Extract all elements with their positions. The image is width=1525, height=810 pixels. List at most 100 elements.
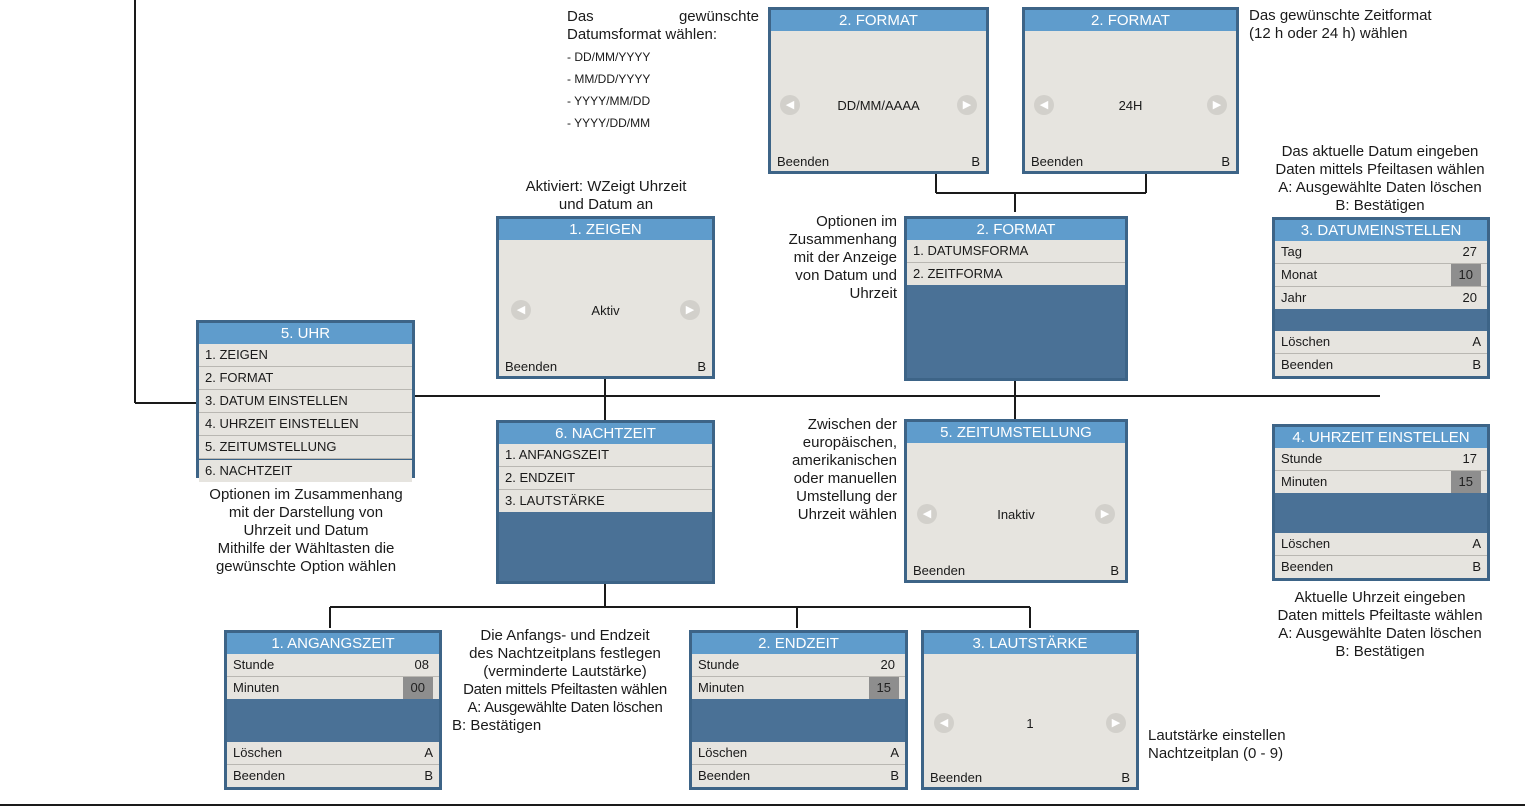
- note-line: Mithilfe der Wähltasten die: [217, 540, 395, 557]
- footer-label: Beenden: [913, 563, 966, 578]
- arrow-right-icon[interactable]: ▶: [1106, 713, 1126, 733]
- menu-item-datumsformat[interactable]: 1. DATUMSFORMA: [907, 240, 1125, 263]
- menu-list: 1. ZEIGEN 2. FORMAT 3. DATUM EINSTELLEN …: [199, 344, 412, 482]
- screen-title: 1. ANGANGSZEIT: [227, 633, 439, 654]
- field-tag[interactable]: Tag 27: [1275, 241, 1487, 264]
- format-time-screen: 2. FORMAT ◀ 24H ▶ Beenden B: [1022, 7, 1239, 174]
- action-key: B: [1472, 559, 1481, 574]
- menu-item-lautstaerke[interactable]: 3. LAUTSTÄRKE: [499, 490, 712, 512]
- uhr-menu-screen: 5. UHR 1. ZEIGEN 2. FORMAT 3. DATUM EINS…: [196, 320, 415, 482]
- note-line: mit der Darstellung von: [228, 504, 384, 521]
- note-line: und Datum an: [558, 196, 654, 213]
- note-line: B: Bestätigen: [1335, 197, 1425, 214]
- field-value: 20: [880, 657, 895, 672]
- note-line: A: Ausgewählte Daten löschen: [1278, 179, 1482, 196]
- field-monat[interactable]: Monat 10: [1275, 264, 1487, 287]
- action-key: B: [1472, 357, 1481, 372]
- menu-item-anfangszeit[interactable]: 1. ANFANGSZEIT: [499, 444, 712, 467]
- screen-title: 6. NACHTZEIT: [499, 423, 712, 444]
- menu-item-zeigen[interactable]: 1. ZEIGEN: [199, 344, 412, 367]
- menu-item-label: 4. UHRZEIT EINSTELLEN: [205, 416, 359, 431]
- note-line: Zwischen der: [807, 416, 897, 433]
- note-line: Umstellung der: [796, 488, 897, 505]
- note-line: oder manuellen: [793, 470, 897, 487]
- menu-list: 1. DATUMSFORMA 2. ZEITFORMA: [907, 240, 1125, 285]
- note-line: mit der Anzeige: [793, 249, 897, 266]
- arrow-right-icon[interactable]: ▶: [680, 300, 700, 320]
- note-line: Uhrzeit und Datum: [243, 522, 369, 539]
- selected-value: 1: [1026, 716, 1034, 731]
- selected-value: 24H: [1118, 98, 1143, 113]
- field-value-selected: 00: [402, 677, 433, 699]
- field-label: Stunde: [1281, 451, 1323, 466]
- footer-beenden[interactable]: Beenden B: [505, 359, 706, 374]
- note-option: - YYYY/DD/MM: [567, 116, 651, 130]
- note-line: Datumsformat wählen:: [567, 26, 718, 43]
- note-line: Uhrzeit wählen: [797, 506, 897, 523]
- arrow-right-icon[interactable]: ▶: [1207, 95, 1227, 115]
- field-label: Minuten: [1281, 474, 1328, 489]
- field-label: Tag: [1281, 244, 1302, 259]
- arrow-left-icon[interactable]: ◀: [1034, 95, 1054, 115]
- menu-item-label: 1. ANFANGSZEIT: [505, 447, 610, 462]
- arrow-right-icon[interactable]: ▶: [1095, 504, 1115, 524]
- arrow-left-icon[interactable]: ◀: [917, 504, 937, 524]
- footer-key: B: [1110, 563, 1119, 578]
- arrow-left-icon[interactable]: ◀: [934, 713, 954, 733]
- note-line: A: Ausgewählte Daten löschen: [467, 699, 663, 716]
- action-label: Löschen: [1281, 334, 1331, 349]
- footer-beenden[interactable]: Beenden B: [1031, 154, 1230, 169]
- menu-item-zeitformat[interactable]: 2. ZEITFORMA: [907, 263, 1125, 285]
- note-line: gewünschte Option wählen: [215, 558, 397, 575]
- note-line: Die Anfangs- und Endzeit: [480, 627, 650, 644]
- footer-beenden[interactable]: Beenden B: [777, 154, 980, 169]
- arrow-left-icon[interactable]: ◀: [780, 95, 800, 115]
- field-label: Monat: [1281, 267, 1318, 282]
- arrow-left-icon[interactable]: ◀: [511, 300, 531, 320]
- field-minuten[interactable]: Minuten 00: [227, 677, 439, 699]
- note-line: Das aktuelle Datum eingeben: [1281, 143, 1479, 160]
- menu-item-uhrzeit-einstellen[interactable]: 4. UHRZEIT EINSTELLEN: [199, 413, 412, 436]
- field-value: 27: [1462, 244, 1477, 259]
- format-menu-screen: 2. FORMAT 1. DATUMSFORMA 2. ZEITFORMA: [904, 216, 1128, 381]
- action-label: Beenden: [233, 768, 286, 783]
- menu-item-label: 1. ZEIGEN: [205, 347, 268, 362]
- note-line: Uhrzeit: [849, 285, 897, 302]
- action-label: Beenden: [1281, 559, 1334, 574]
- beenden-action[interactable]: Beenden B: [1275, 556, 1487, 578]
- field-value-selected: 10: [1450, 264, 1481, 286]
- note-option: - MM/DD/YYYY: [567, 72, 651, 86]
- menu-item-label: 1. DATUMSFORMA: [913, 243, 1029, 258]
- field-label: Minuten: [233, 680, 280, 695]
- note-lautstaerke: Lautstärke einstellen Nachtzeitplan (0 -…: [1148, 727, 1286, 763]
- menu-item-endzeit[interactable]: 2. ENDZEIT: [499, 467, 712, 490]
- menu-item-label: 3. DATUM EINSTELLEN: [205, 393, 348, 408]
- screen-title: 2. FORMAT: [1025, 10, 1236, 31]
- menu-item-nachtzeit[interactable]: 6. NACHTZEIT: [199, 459, 412, 482]
- arrow-right-icon[interactable]: ▶: [957, 95, 977, 115]
- menu-item-zeitumstellung[interactable]: 5. ZEITUMSTELLUNG: [199, 436, 412, 459]
- footer-beenden[interactable]: Beenden B: [930, 770, 1130, 785]
- note-line: B: Bestätigen: [1335, 643, 1425, 660]
- menu-item-format[interactable]: 2. FORMAT: [199, 367, 412, 390]
- footer-beenden[interactable]: Beenden B: [913, 563, 1119, 578]
- menu-item-datum-einstellen[interactable]: 3. DATUM EINSTELLEN: [199, 390, 412, 413]
